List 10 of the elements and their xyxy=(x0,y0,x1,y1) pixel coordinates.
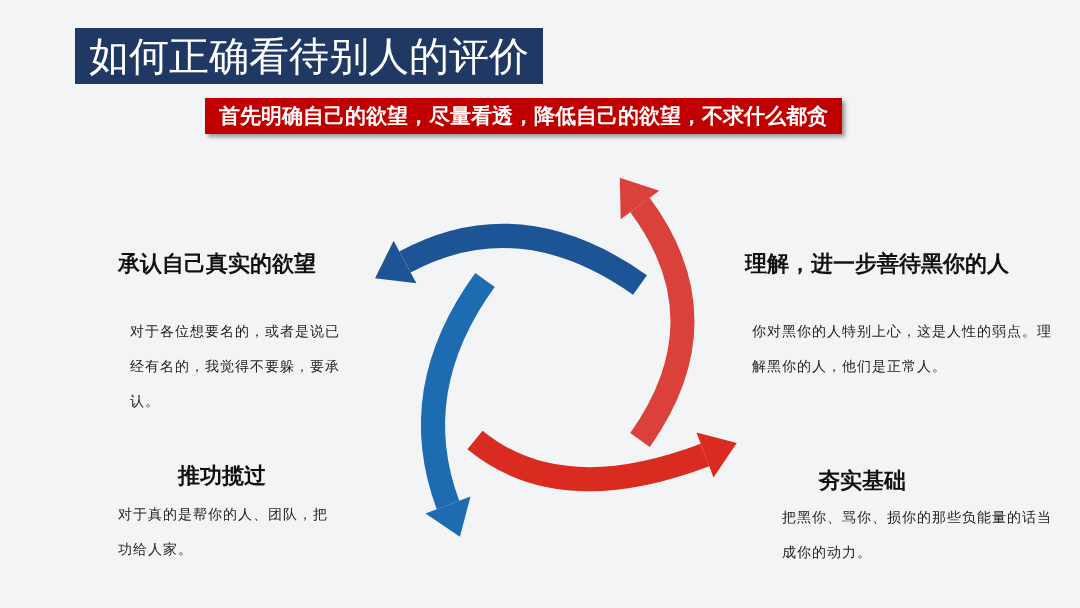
body-text: 你对黑你的人特别上心，这是人性的弱点。理解黑你的人，他们是正常人。 xyxy=(752,322,1053,376)
heading: 推功揽过 xyxy=(178,461,266,490)
subtitle-banner: 首先明确自己的欲望，尽量看透，降低自己的欲望，不求什么都贪 xyxy=(205,98,842,134)
heading: 夯实基础 xyxy=(818,466,906,495)
body-text: 对于真的是帮你的人、团队，把功给人家。 xyxy=(118,505,329,559)
heading: 理解，进一步善待黑你的人 xyxy=(745,249,1010,278)
body-text: 把黑你、骂你、损你的那些负能量的话当成你的动力。 xyxy=(782,508,1052,562)
heading: 承认自己真实的欲望 xyxy=(118,249,317,278)
title-banner: 如何正确看待别人的评价 xyxy=(75,28,543,84)
body-text: 对于各位想要名的，或者是说已经有名的，我觉得不要躲，要承认。 xyxy=(130,322,341,411)
